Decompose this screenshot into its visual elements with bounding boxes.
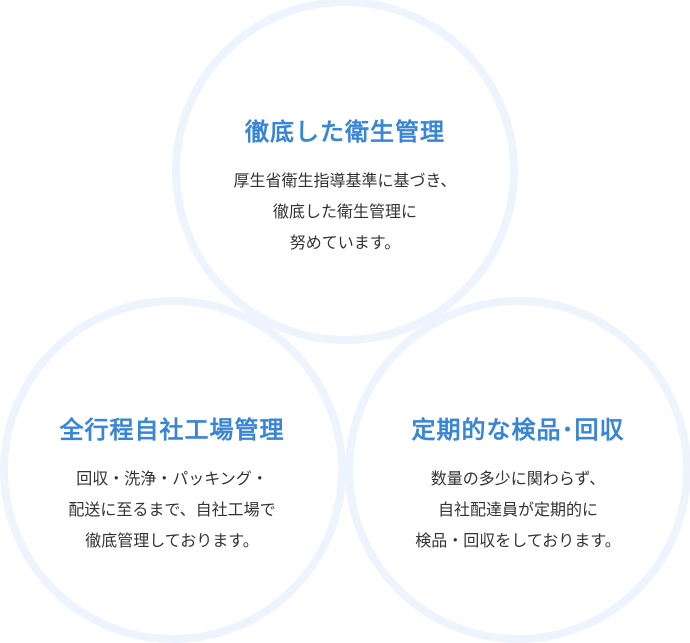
feature-hygiene: 徹底した衛生管理 厚生省衛生指導基準に基づき、 徹底した衛生管理に 努めています… bbox=[175, 112, 515, 258]
feature-factory: 全行程自社工場管理 回収・洗浄・パッキング・ 配送に至るまで、自社工場で 徹底管… bbox=[2, 410, 342, 556]
description-line: 回収・洗浄・パッキング・ bbox=[76, 469, 268, 488]
feature-description: 厚生省衛生指導基準に基づき、 徹底した衛生管理に 努めています。 bbox=[175, 165, 515, 258]
circle-bottom-right bbox=[345, 297, 690, 643]
circle-top bbox=[172, 0, 518, 344]
feature-title: 全行程自社工場管理 bbox=[59, 416, 285, 444]
description-line: 検品・回収をしております。 bbox=[415, 531, 621, 550]
description-line: 数量の多少に関わらず、 bbox=[430, 469, 606, 488]
feature-inspection: 定期的な検品･回収 数量の多少に関わらず、 自社配達員が定期的に 検品・回収をし… bbox=[348, 410, 688, 556]
description-line: 徹底した衛生管理に bbox=[272, 202, 417, 221]
description-line: 自社配達員が定期的に bbox=[437, 500, 598, 519]
feature-title: 定期的な検品･回収 bbox=[411, 416, 625, 444]
description-line: 徹底管理しております。 bbox=[85, 531, 259, 550]
description-line: 厚生省衛生指導基準に基づき、 bbox=[233, 171, 457, 190]
feature-title: 徹底した衛生管理 bbox=[245, 118, 445, 146]
feature-description: 数量の多少に関わらず、 自社配達員が定期的に 検品・回収をしております。 bbox=[348, 463, 688, 556]
feature-description: 回収・洗浄・パッキング・ 配送に至るまで、自社工場で 徹底管理しております。 bbox=[2, 463, 342, 556]
circle-bottom-left bbox=[0, 297, 346, 643]
description-line: 努めています。 bbox=[289, 233, 401, 252]
description-line: 配送に至るまで、自社工場で bbox=[68, 500, 276, 519]
